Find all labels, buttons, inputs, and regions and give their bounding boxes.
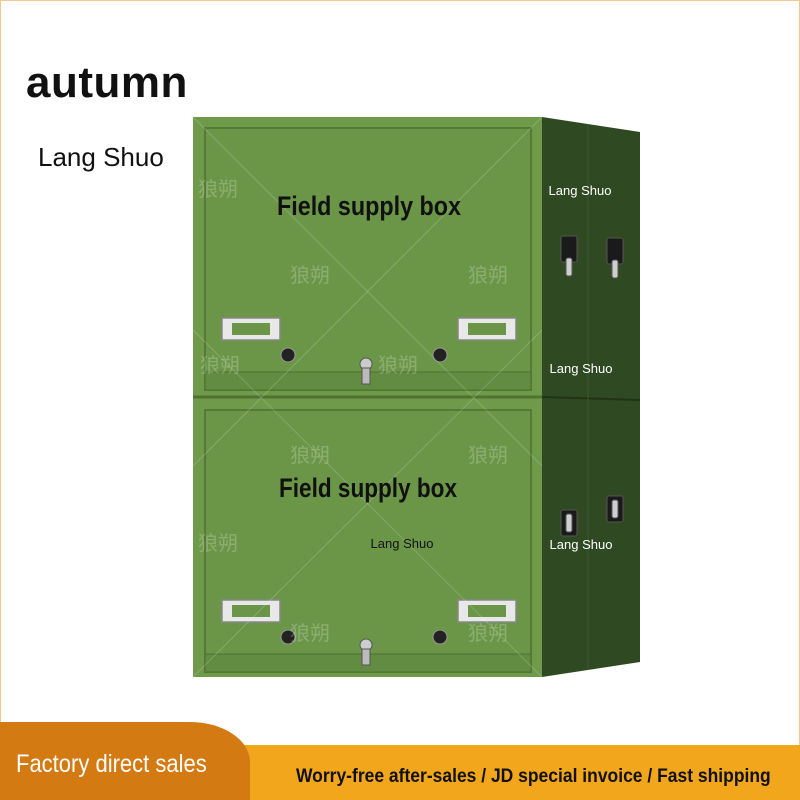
watermark: 狼朔 — [468, 443, 508, 467]
side-latch-lower-1 — [560, 509, 578, 537]
label-holder-upper-left — [221, 317, 281, 341]
upper-box-label: Field supply box — [277, 191, 461, 221]
watermark: 狼朔 — [468, 263, 508, 287]
lock-upper — [359, 357, 373, 385]
watermark: 狼朔 — [378, 353, 418, 377]
page-title: autumn — [26, 58, 188, 107]
watermark: 狼朔 — [290, 621, 330, 645]
label-holder-lower-right — [457, 599, 517, 623]
lower-box — [204, 409, 532, 673]
watermark: 狼朔 — [200, 353, 240, 377]
label-holder-lower-left — [221, 599, 281, 623]
knob-lower-right — [432, 629, 448, 645]
label-holder-upper-right — [457, 317, 517, 341]
side-latch-upper-2 — [606, 237, 624, 279]
side-brand-label-1: Lang Shuo — [549, 183, 612, 198]
watermark: 狼朔 — [468, 621, 508, 645]
brand-name: Lang Shuo — [38, 142, 164, 172]
knob-upper-right — [432, 347, 448, 363]
service-promise-label: Worry-free after-sales / JD special invo… — [296, 766, 771, 787]
watermark: 狼朔 — [198, 177, 238, 201]
side-brand-label-3: Lang Shuo — [550, 537, 613, 552]
watermark: 狼朔 — [290, 263, 330, 287]
watermark: 狼朔 — [198, 531, 238, 555]
lower-box-label: Field supply box — [279, 473, 457, 503]
knob-upper-left — [280, 347, 296, 363]
knob-lower-left — [280, 629, 296, 645]
side-latch-lower-2 — [606, 495, 624, 523]
footer-tab — [0, 722, 250, 800]
side-latch-upper-1 — [560, 235, 578, 277]
lock-lower — [359, 638, 373, 666]
watermark: 狼朔 — [290, 443, 330, 467]
side-brand-label-2: Lang Shuo — [550, 361, 613, 376]
upper-box — [204, 127, 532, 391]
factory-direct-sales-label: Factory direct sales — [16, 750, 207, 778]
front-brand-label: Lang Shuo — [371, 536, 434, 551]
